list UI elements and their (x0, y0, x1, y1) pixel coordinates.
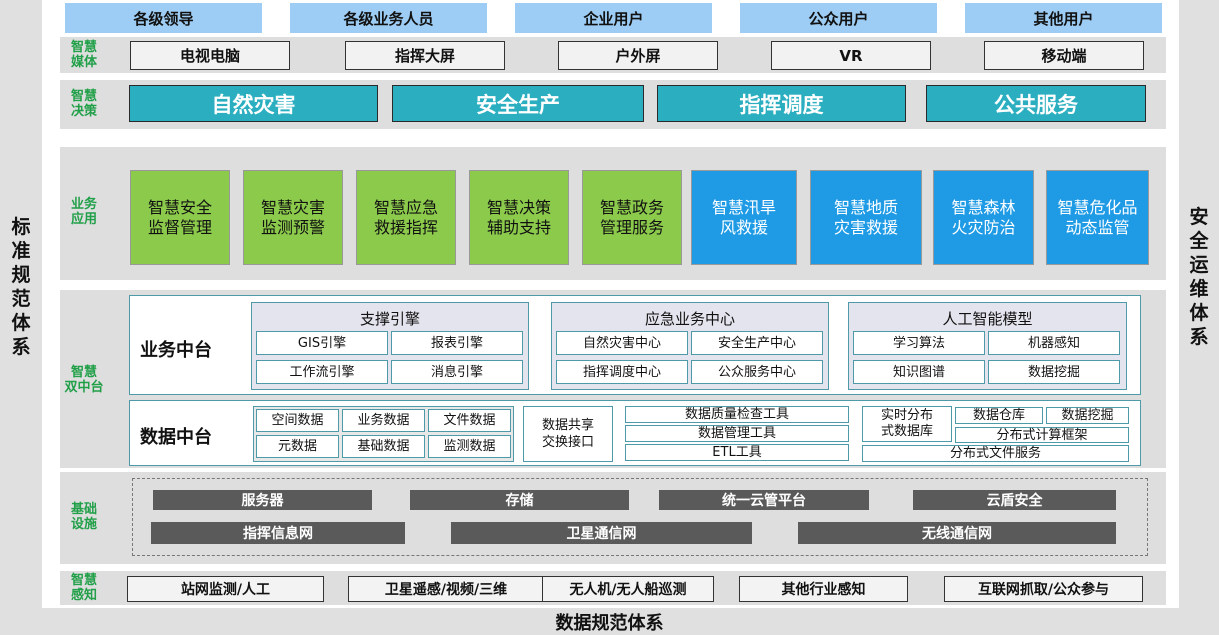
sense-item: 卫星遥感/视频/三维 (348, 576, 544, 602)
engine-cell: 知识图谱 (853, 360, 985, 384)
media-item: 指挥大屏 (345, 41, 505, 70)
infra-item: 统一云管平台 (659, 490, 869, 510)
decision-item: 指挥调度 (657, 85, 906, 122)
media-item: 电视电脑 (130, 41, 290, 70)
engine-cell: 消息引擎 (391, 360, 523, 384)
media-label-text: 智慧媒体 (70, 40, 97, 70)
ops-system-label: 安全运维体系 (1179, 205, 1219, 349)
data-share-interface: 数据共享交换接口 (523, 406, 613, 462)
infra-item: 卫星通信网 (451, 522, 752, 544)
apps-label-text: 业务应用 (70, 197, 97, 227)
data-type-cell: 业务数据 (342, 409, 425, 432)
media-item: VR (771, 41, 931, 70)
sense-label: 智慧感知 (60, 573, 108, 603)
sense-item: 互联网抓取/公众参与 (944, 576, 1143, 602)
data-tool-cell: 数据质量检查工具 (625, 406, 849, 423)
infra-item: 存储 (410, 490, 629, 510)
user-box: 各级领导 (65, 3, 262, 33)
data-type-cell: 监测数据 (428, 435, 511, 458)
left-side-panel (0, 0, 42, 610)
infra-item: 无线通信网 (798, 522, 1116, 544)
user-box: 企业用户 (515, 3, 712, 33)
realtime-db-cell: 实时分布式数据库 (862, 406, 952, 442)
right-side-panel (1179, 0, 1219, 610)
sense-label-text: 智慧感知 (70, 573, 97, 603)
decision-item: 公共服务 (926, 85, 1146, 122)
app-card: 智慧灾害监测预警 (243, 170, 343, 265)
data-platform-title: 数据中台 (140, 427, 212, 448)
apps-label: 业务应用 (60, 197, 108, 227)
platform-label-text: 智慧双中台 (64, 365, 104, 395)
data-standards-label: 数据规范体系 (555, 612, 664, 634)
infra-label: 基础设施 (60, 502, 108, 532)
app-card: 智慧汛旱风救援 (691, 170, 797, 265)
data-type-cell: 文件数据 (428, 409, 511, 432)
engine-cell: 机器感知 (988, 331, 1120, 355)
business-platform-title: 业务中台 (140, 340, 212, 361)
platform-label: 智慧双中台 (60, 365, 108, 395)
file-service-cell: 分布式文件服务 (862, 445, 1129, 462)
infra-band (60, 472, 1166, 564)
infra-item: 云盾安全 (913, 490, 1116, 510)
data-type-cell: 空间数据 (256, 409, 339, 432)
data-type-cell: 基础数据 (342, 435, 425, 458)
engine-cell: 公众服务中心 (691, 360, 823, 384)
decision-label: 智慧决策 (60, 89, 108, 119)
sense-item: 站网监测/人工 (127, 576, 324, 602)
engine-cell: 数据挖掘 (988, 360, 1120, 384)
decision-item: 自然灾害 (129, 85, 378, 122)
sense-item: 其他行业感知 (739, 576, 908, 602)
compute-framework-cell: 分布式计算框架 (955, 427, 1129, 443)
data-share-text: 数据共享交换接口 (541, 418, 594, 450)
data-tool-cell: 数据管理工具 (625, 425, 849, 442)
standards-system-text: 标准规范体系 (11, 216, 31, 358)
infra-item: 服务器 (153, 490, 372, 510)
user-box: 公众用户 (740, 3, 937, 33)
emergency-center-title: 应急业务中心 (644, 310, 735, 328)
engine-cell: 自然灾害中心 (556, 331, 688, 355)
data-warehouse-cell: 数据仓库 (955, 407, 1043, 424)
engine-cell: 工作流引擎 (256, 360, 388, 384)
decision-item: 安全生产 (392, 85, 644, 122)
media-item: 户外屏 (558, 41, 718, 70)
app-card: 智慧决策辅助支持 (469, 170, 569, 265)
decision-label-text: 智慧决策 (70, 89, 97, 119)
infra-dashed-frame (132, 478, 1148, 556)
infra-label-text: 基础设施 (70, 502, 97, 532)
engine-cell: 安全生产中心 (691, 331, 823, 355)
app-card: 智慧安全监督管理 (130, 170, 230, 265)
data-mining-cell: 数据挖掘 (1046, 407, 1129, 424)
user-box: 各级业务人员 (290, 3, 487, 33)
engine-cell: 指挥调度中心 (556, 360, 688, 384)
app-card: 智慧政务管理服务 (582, 170, 682, 265)
app-card: 智慧应急救援指挥 (356, 170, 456, 265)
app-card: 智慧危化品动态监管 (1046, 170, 1149, 265)
user-box: 其他用户 (965, 3, 1162, 33)
support-engine-title: 支撑引擎 (359, 310, 420, 328)
media-item: 移动端 (984, 41, 1144, 70)
infra-item: 指挥信息网 (151, 522, 405, 544)
ops-system-text: 安全运维体系 (1189, 206, 1209, 348)
app-card: 智慧森林火灾防治 (933, 170, 1034, 265)
bottom-band: 数据规范体系 (0, 608, 1219, 635)
engine-cell: GIS引擎 (256, 331, 388, 355)
standards-system-label: 标准规范体系 (0, 215, 42, 359)
app-card: 智慧地质灾害救援 (810, 170, 922, 265)
data-tool-cell: ETL工具 (625, 444, 849, 461)
engine-cell: 学习算法 (853, 331, 985, 355)
ai-model-title: 人工智能模型 (942, 310, 1033, 328)
sense-item: 无人机/无人船巡测 (542, 576, 714, 602)
data-type-cell: 元数据 (256, 435, 339, 458)
engine-cell: 报表引擎 (391, 331, 523, 355)
media-label: 智慧媒体 (60, 40, 108, 70)
